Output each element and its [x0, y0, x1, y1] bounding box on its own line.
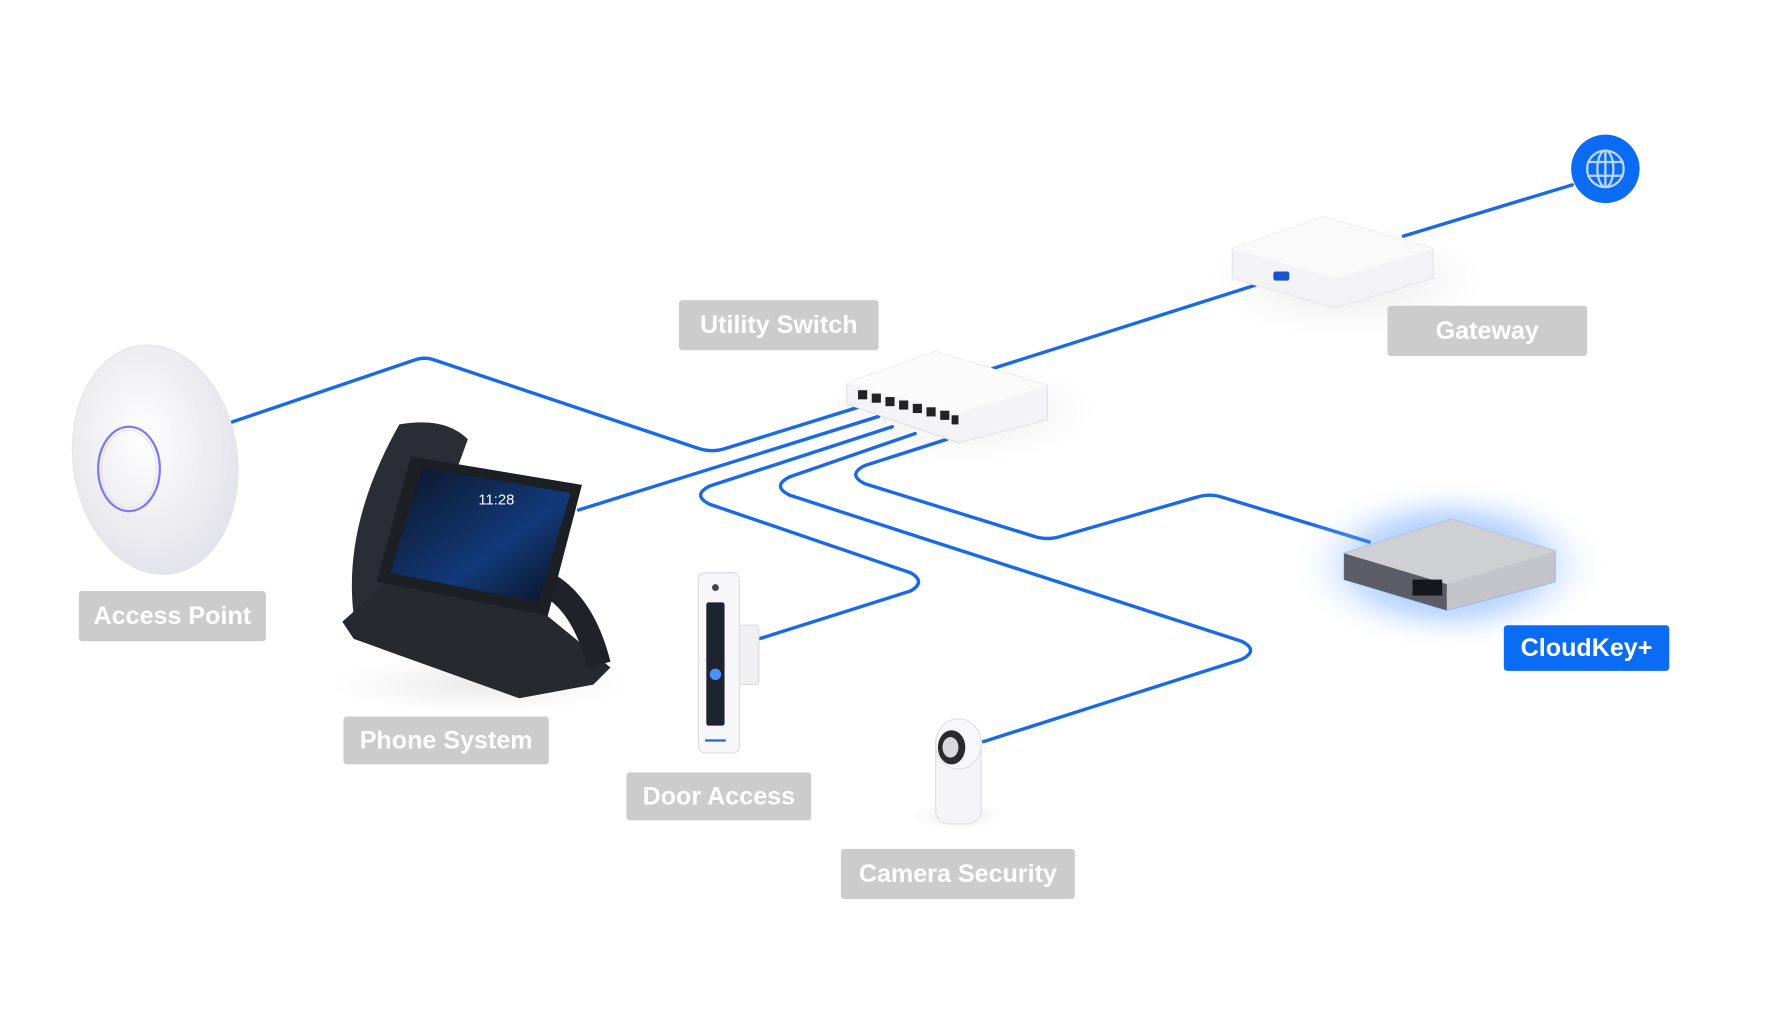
door-access-device[interactable] [697, 572, 760, 754]
wire-gateway-switch [990, 283, 1257, 371]
svg-text:Access Point: Access Point [94, 602, 252, 630]
label-utility-switch: Utility Switch [678, 300, 879, 351]
svg-text:Gateway: Gateway [1436, 317, 1539, 345]
label-camera-security: Camera Security [840, 848, 1075, 900]
wire-switch-door [698, 425, 921, 641]
connection-wires [229, 183, 1574, 744]
label-door-access: Door Access [626, 772, 812, 821]
camera-security-device[interactable] [912, 718, 1005, 830]
wire-internet-gateway [1401, 183, 1574, 238]
svg-text:CloudKey+: CloudKey+ [1521, 634, 1653, 662]
svg-text:Phone System: Phone System [360, 726, 533, 754]
wire-switch-cloudkey [854, 437, 1371, 544]
globe-icon [1585, 149, 1625, 189]
phone-screen-time: 11:28 [478, 492, 514, 508]
label-phone-system: Phone System [343, 716, 549, 765]
label-access-point: Access Point [78, 591, 266, 642]
phone-system-device[interactable]: 11:28 [330, 422, 628, 714]
svg-text:Door Access: Door Access [643, 782, 796, 810]
svg-text:Camera Security: Camera Security [859, 860, 1057, 888]
cloudkey-device[interactable] [1289, 479, 1609, 651]
wire-switch-access-point [229, 356, 860, 453]
svg-text:Utility Switch: Utility Switch [700, 311, 858, 339]
ethernet-ports [858, 390, 959, 425]
utility-switch-device[interactable] [821, 350, 1096, 463]
wire-switch-phone [576, 414, 881, 512]
label-cloudkey[interactable]: CloudKey+ [1503, 625, 1670, 671]
internet-node[interactable] [1571, 134, 1640, 204]
access-point-device[interactable] [58, 334, 253, 585]
label-gateway: Gateway [1387, 305, 1588, 356]
wire-switch-camera [778, 431, 1253, 744]
